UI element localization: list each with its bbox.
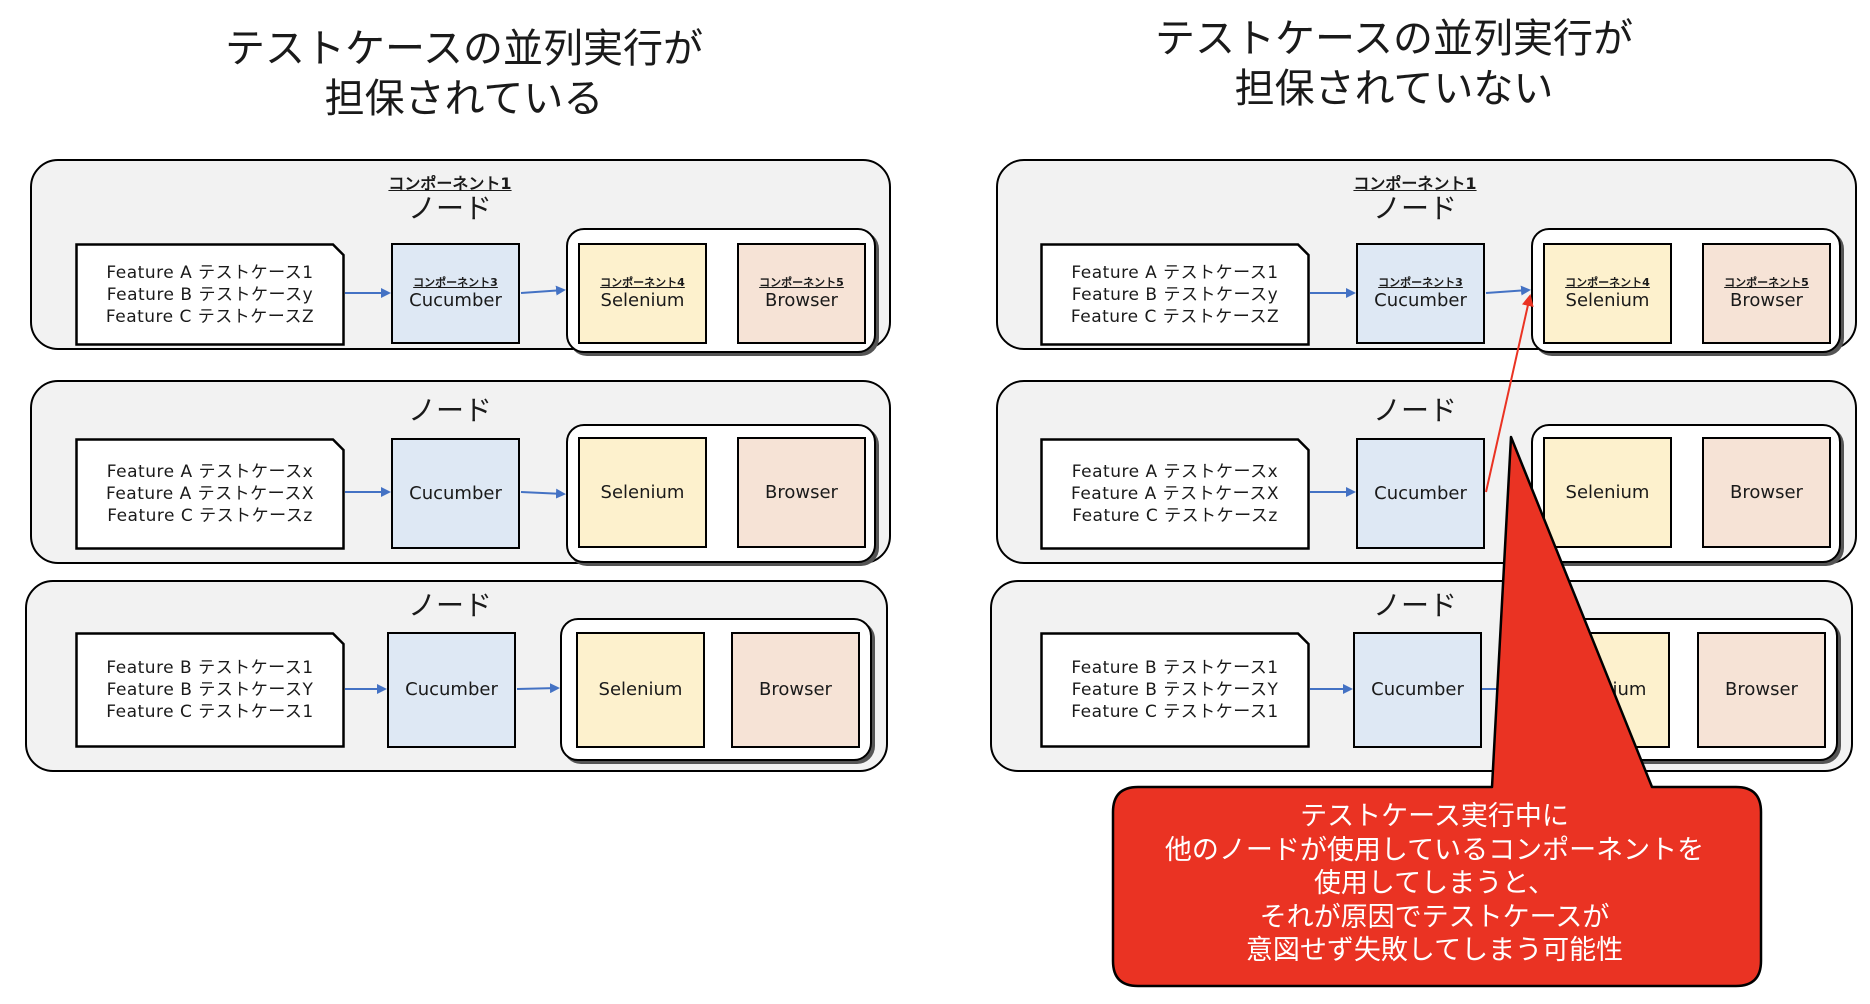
right-browser-3: Browser — [1697, 632, 1826, 748]
left-selenium-3-name: Selenium — [598, 679, 683, 700]
left-cucumber-3: Cucumber — [387, 632, 516, 748]
left-cucumber-1-component-label: コンポーネント3 — [413, 275, 498, 289]
right-browser-1: コンポーネント5 Browser — [1702, 243, 1831, 344]
callout-line-2: 他のノードが使用しているコンポーネントを — [1164, 834, 1705, 866]
left-selenium-1: コンポーネント4 Selenium — [578, 243, 707, 344]
right-selenium-2-name: Selenium — [1565, 481, 1650, 503]
left-selenium-2: Selenium — [578, 437, 707, 548]
left-node-1-label: ノード — [407, 192, 493, 225]
right-doc-1: Feature A テストケース1 Feature B テストケースy Feat… — [1040, 243, 1310, 346]
callout-line-5: 意図せず失敗してしまう可能性 — [1245, 935, 1624, 966]
left-doc-1-case-2: Feature B テストケースy — [106, 284, 314, 305]
right-cucumber-1-component-label: コンポーネント3 — [1378, 275, 1463, 289]
right-node-1-label: ノード — [1372, 192, 1458, 225]
left-cucumber-2: Cucumber — [391, 438, 520, 549]
right-doc-3-case-1: Feature B テストケース1 — [1071, 658, 1279, 678]
left-selenium-1-component-label: コンポーネント4 — [600, 275, 685, 289]
right-doc-2-case-3: Feature C テストケースz — [1072, 506, 1278, 526]
right-browser-2: Browser — [1702, 437, 1831, 548]
right-cucumber-2: Cucumber — [1356, 438, 1485, 549]
left-browser-1: コンポーネント5 Browser — [737, 243, 866, 344]
left-doc-3-case-2: Feature B テストケースY — [106, 680, 314, 700]
right-doc-3-case-2: Feature B テストケースY — [1071, 680, 1279, 700]
left-doc-2: Feature A テストケースx Feature A テストケースX Feat… — [75, 438, 345, 550]
left-doc-3: Feature B テストケース1 Feature B テストケースY Feat… — [75, 632, 345, 748]
right-browser-3-name: Browser — [1725, 679, 1798, 700]
left-browser-3: Browser — [731, 632, 860, 748]
right-selenium-3-partial-name: ium — [1612, 679, 1647, 700]
left-browser-2-name: Browser — [765, 481, 838, 503]
right-doc-3-case-3: Feature C テストケース1 — [1071, 702, 1279, 722]
callout-line-3: 使用してしまうと、 — [1313, 868, 1556, 899]
right-browser-2-name: Browser — [1730, 481, 1803, 503]
left-cucumber-2-name: Cucumber — [409, 482, 502, 504]
left-browser-2: Browser — [737, 437, 866, 548]
right-doc-1-case-2: Feature B テストケースy — [1071, 284, 1279, 305]
right-selenium-1-component-label: コンポーネント4 — [1565, 275, 1650, 289]
right-doc-2: Feature A テストケースx Feature A テストケースX Feat… — [1040, 438, 1310, 550]
left-cucumber-1-name: Cucumber — [409, 289, 502, 311]
left-cucumber-1: コンポーネント3 Cucumber — [391, 243, 520, 344]
left-cucumber-3-name: Cucumber — [405, 679, 498, 700]
right-doc-2-case-2: Feature A テストケースX — [1071, 484, 1279, 504]
right-browser-1-name: Browser — [1730, 289, 1803, 311]
left-browser-1-component-label: コンポーネント5 — [759, 275, 844, 289]
warning-callout-shape — [1111, 435, 1763, 988]
right-doc-1-case-1: Feature A テストケース1 — [1071, 262, 1279, 283]
left-doc-2-case-3: Feature C テストケースz — [107, 506, 313, 526]
left-doc-1-case-1: Feature A テストケース1 — [106, 262, 314, 283]
right-cucumber-2-name: Cucumber — [1374, 482, 1467, 504]
right-cucumber-3: Cucumber — [1353, 632, 1482, 748]
left-selenium-3: Selenium — [576, 632, 705, 748]
right-cucumber-1-name: Cucumber — [1374, 289, 1467, 311]
left-doc-2-case-1: Feature A テストケースx — [106, 462, 314, 482]
right-selenium-1: コンポーネント4 Selenium — [1543, 243, 1672, 344]
left-title-line-1: テストケースの並列実行が — [225, 26, 703, 72]
left-doc-1: Feature A テストケース1 Feature B テストケースy Feat… — [75, 243, 345, 346]
left-doc-1-case-3: Feature C テストケースZ — [105, 306, 315, 327]
right-doc-2-case-1: Feature A テストケースx — [1071, 462, 1279, 482]
left-browser-1-name: Browser — [765, 289, 838, 311]
left-selenium-2-name: Selenium — [600, 481, 685, 503]
left-node-2-label: ノード — [407, 394, 493, 427]
right-browser-1-component-label: コンポーネント5 — [1724, 275, 1809, 289]
right-title-line-1: テストケースの並列実行が — [1155, 16, 1633, 62]
left-node-3-label: ノード — [407, 589, 493, 622]
right-cucumber-1: コンポーネント3 Cucumber — [1356, 243, 1485, 344]
right-doc-1-case-3: Feature C テストケースZ — [1070, 306, 1280, 327]
right-node-2-label: ノード — [1372, 394, 1458, 427]
left-title-line-2: 担保されている — [324, 76, 604, 122]
left-selenium-1-name: Selenium — [600, 289, 685, 311]
right-selenium-2: Selenium — [1543, 437, 1672, 548]
left-doc-3-case-1: Feature B テストケース1 — [106, 658, 314, 678]
right-component1-label: コンポーネント1 — [1353, 174, 1477, 193]
left-doc-2-case-2: Feature A テストケースX — [106, 484, 314, 504]
callout-line-4: それが原因でテストケースが — [1259, 901, 1610, 933]
left-browser-3-name: Browser — [759, 679, 832, 700]
right-node-3-label: ノード — [1372, 589, 1458, 622]
warning-callout-text: テストケース実行中に 他のノードが使用しているコンポーネントを 使用してしまうと… — [1112, 800, 1757, 968]
callout-line-1: テストケース実行中に — [1300, 801, 1569, 832]
left-doc-3-case-3: Feature C テストケース1 — [106, 702, 314, 722]
left-component1-label: コンポーネント1 — [388, 174, 512, 193]
right-selenium-1-name: Selenium — [1565, 289, 1650, 311]
right-cucumber-3-name: Cucumber — [1371, 679, 1464, 700]
right-title: テストケースの並列実行が 担保されていない — [1094, 14, 1694, 114]
right-doc-3: Feature B テストケース1 Feature B テストケースY Feat… — [1040, 632, 1310, 748]
right-title-line-2: 担保されていない — [1234, 66, 1554, 112]
left-title: テストケースの並列実行が 担保されている — [164, 24, 764, 124]
